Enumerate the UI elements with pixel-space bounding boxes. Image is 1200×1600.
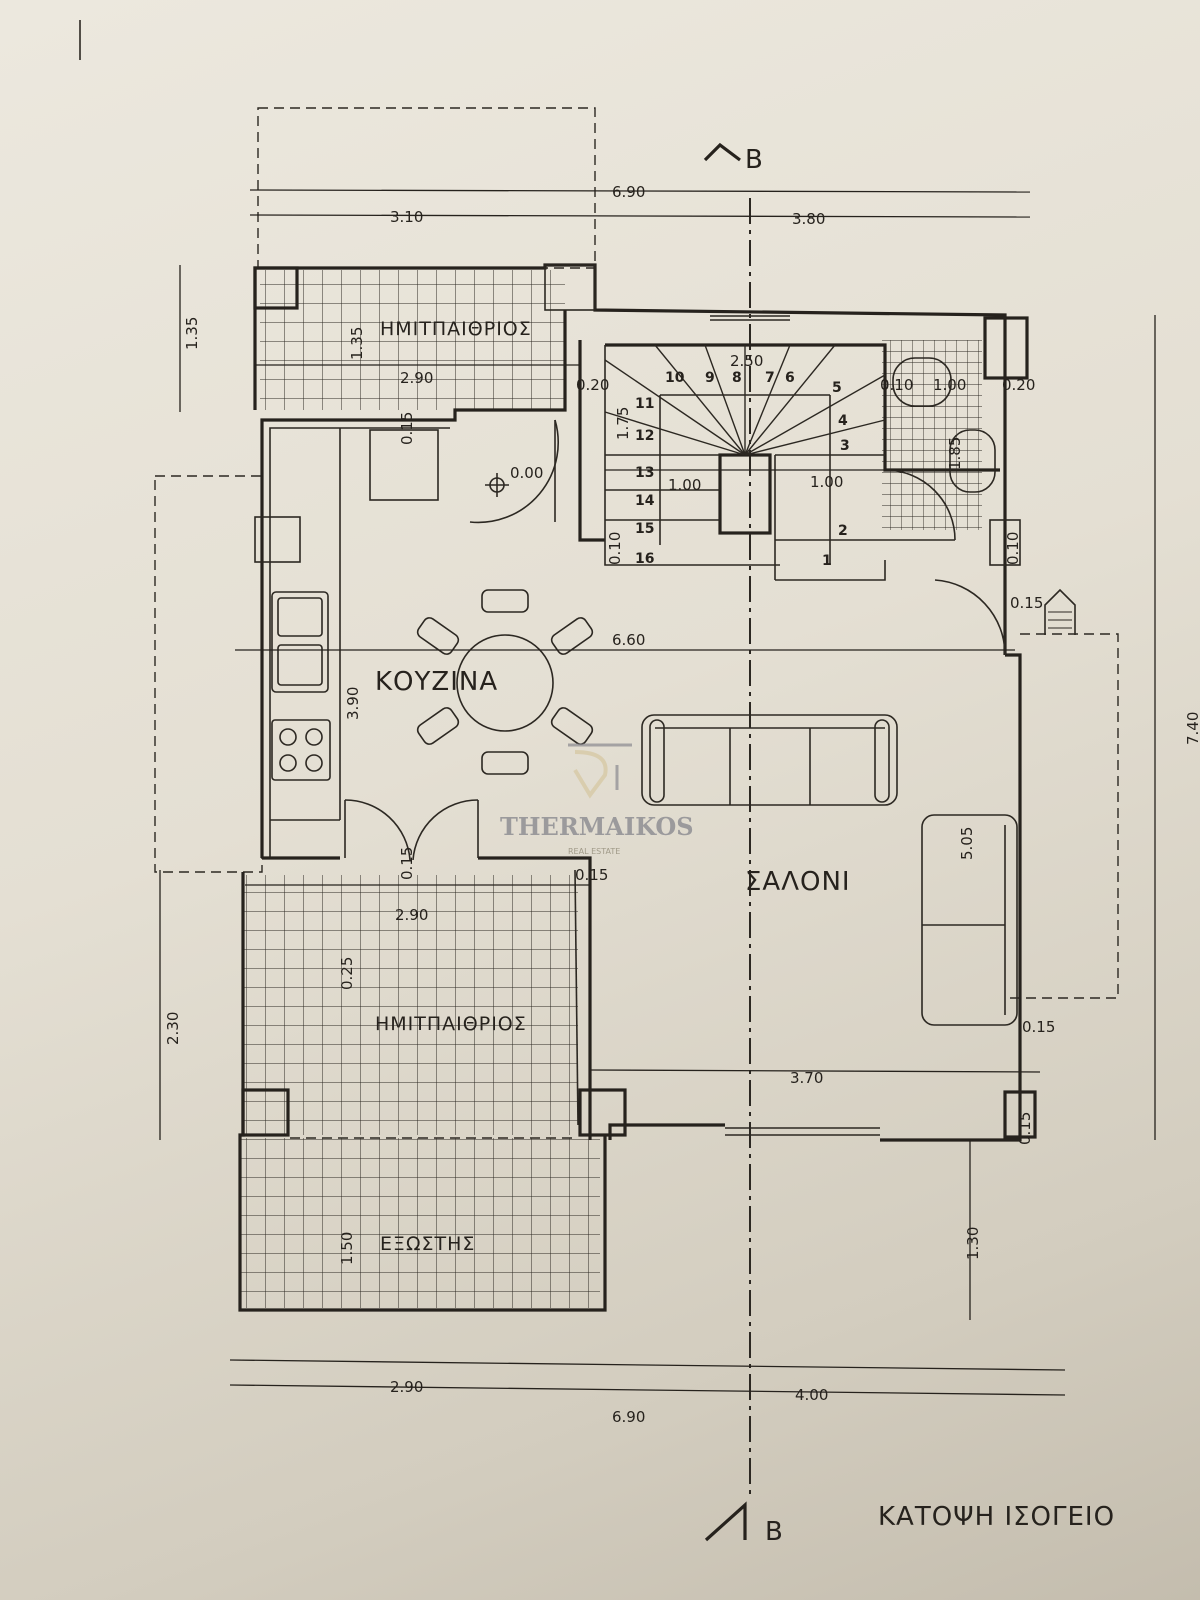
svg-text:2.50: 2.50 bbox=[730, 352, 763, 370]
terrace-bottom-tiles bbox=[243, 875, 578, 1135]
svg-text:1.00: 1.00 bbox=[810, 473, 843, 491]
walls bbox=[238, 263, 1037, 1312]
svg-text:5: 5 bbox=[832, 380, 842, 396]
svg-text:1.30: 1.30 bbox=[964, 1227, 982, 1260]
svg-text:1.00: 1.00 bbox=[933, 376, 966, 394]
svg-text:0.15: 0.15 bbox=[1010, 594, 1043, 612]
plan-title: ΚΑΤΟΨΗ ΙΣΟΓΕΙΟ bbox=[878, 1502, 1115, 1532]
svg-text:10: 10 bbox=[665, 370, 685, 386]
svg-text:1.35: 1.35 bbox=[348, 327, 366, 360]
svg-text:3: 3 bbox=[840, 438, 850, 454]
entry-door-top bbox=[469, 419, 559, 524]
svg-text:14: 14 bbox=[635, 493, 655, 509]
svg-text:13: 13 bbox=[635, 465, 654, 481]
svg-text:7.40: 7.40 bbox=[1184, 712, 1200, 745]
svg-text:1.85: 1.85 bbox=[946, 437, 964, 470]
sink-icon bbox=[271, 591, 329, 693]
section-marker-bottom: B bbox=[704, 1501, 784, 1547]
svg-text:1.00: 1.00 bbox=[668, 476, 701, 494]
svg-text:6.90: 6.90 bbox=[612, 1408, 645, 1426]
dimension-labels: 6.90 3.10 3.80 1.35 1.35 2.90 2.50 0.20 … bbox=[164, 183, 1200, 1426]
watermark-brand: THERMAIKOS bbox=[500, 812, 694, 841]
wc-door-swing bbox=[884, 469, 956, 541]
svg-text:0.25: 0.25 bbox=[338, 957, 356, 990]
svg-text:11: 11 bbox=[635, 396, 654, 412]
svg-text:3.90: 3.90 bbox=[344, 687, 362, 720]
kitchen-door-left bbox=[344, 799, 411, 861]
doors bbox=[344, 419, 1076, 861]
svg-text:6: 6 bbox=[785, 370, 795, 386]
svg-text:0.10: 0.10 bbox=[606, 532, 624, 565]
section-marker-top: B bbox=[703, 142, 764, 175]
svg-text:4.00: 4.00 bbox=[795, 1386, 828, 1404]
svg-text:0.10: 0.10 bbox=[1004, 532, 1022, 565]
svg-text:3.10: 3.10 bbox=[390, 208, 423, 226]
svg-text:0.20: 0.20 bbox=[1002, 376, 1035, 394]
room-label-terrace-bottom: ΗΜΙΤΠΑΙΘΡΙΟΣ bbox=[375, 1013, 527, 1035]
sofa-icon bbox=[641, 714, 898, 806]
svg-text:0.15: 0.15 bbox=[1016, 1112, 1034, 1145]
section-label: B bbox=[765, 1517, 784, 1547]
level-marker-icon bbox=[485, 473, 509, 497]
room-label-kitchen: ΚΟΥΖΙΝΑ bbox=[375, 667, 498, 697]
svg-text:0.15: 0.15 bbox=[398, 412, 416, 445]
kitchen-fixtures bbox=[254, 428, 439, 821]
wc-fixtures bbox=[884, 357, 1021, 566]
svg-text:0.15: 0.15 bbox=[398, 847, 416, 880]
svg-text:2.90: 2.90 bbox=[390, 1378, 423, 1396]
entry-arrow-icon bbox=[1044, 588, 1076, 635]
armchair-sofa-icon bbox=[921, 814, 1018, 1026]
svg-text:0.15: 0.15 bbox=[1022, 1018, 1055, 1036]
terrace-top-tiles bbox=[260, 270, 565, 410]
svg-text:2: 2 bbox=[838, 523, 848, 539]
svg-text:1: 1 bbox=[822, 553, 832, 569]
svg-text:15: 15 bbox=[635, 521, 654, 537]
level-label: 0.00 bbox=[510, 464, 543, 482]
dining-table-icon bbox=[416, 589, 594, 775]
fridge-icon bbox=[369, 429, 439, 501]
room-label-terrace-top: ΗΜΙΤΠΑΙΘΡΙΟΣ bbox=[380, 318, 532, 340]
svg-text:6.60: 6.60 bbox=[612, 631, 645, 649]
stair-step-numbers: 1 2 3 4 5 6 7 8 9 10 11 12 13 14 15 16 bbox=[635, 370, 850, 569]
section-label: B bbox=[745, 145, 764, 175]
svg-text:3.80: 3.80 bbox=[792, 210, 825, 228]
svg-text:5.05: 5.05 bbox=[958, 827, 976, 860]
svg-text:1.75: 1.75 bbox=[614, 407, 632, 440]
thermaikos-logo bbox=[568, 743, 632, 799]
svg-text:0.15: 0.15 bbox=[575, 866, 608, 884]
svg-text:3.70: 3.70 bbox=[790, 1069, 823, 1087]
svg-text:12: 12 bbox=[635, 428, 654, 444]
wc-tiles bbox=[882, 340, 982, 530]
svg-text:0.20: 0.20 bbox=[576, 376, 609, 394]
stove-icon bbox=[271, 719, 331, 781]
room-label-balcony: ΕΞΩΣΤΗΣ bbox=[380, 1233, 475, 1255]
room-label-living-room: ΣΑΛΟΝΙ bbox=[745, 867, 851, 897]
main-entry-door bbox=[934, 579, 1006, 656]
kitchen-door-right bbox=[412, 799, 479, 861]
svg-text:4: 4 bbox=[838, 413, 848, 429]
svg-text:1.35: 1.35 bbox=[183, 317, 201, 350]
svg-text:0.10: 0.10 bbox=[880, 376, 913, 394]
svg-text:9: 9 bbox=[705, 370, 715, 386]
svg-text:1.50: 1.50 bbox=[338, 1232, 356, 1265]
svg-text:7: 7 bbox=[765, 370, 775, 386]
svg-text:16: 16 bbox=[635, 551, 654, 567]
dimension-lines bbox=[159, 189, 1156, 1396]
toilet-icon bbox=[892, 357, 952, 407]
washbasin-icon bbox=[949, 429, 996, 493]
svg-text:2.90: 2.90 bbox=[400, 369, 433, 387]
balcony-tiles bbox=[240, 1138, 600, 1308]
svg-text:6.90: 6.90 bbox=[612, 183, 645, 201]
watermark-sub: REAL ESTATE bbox=[568, 847, 620, 856]
svg-text:2.90: 2.90 bbox=[395, 906, 428, 924]
svg-text:8: 8 bbox=[732, 370, 742, 386]
svg-text:2.30: 2.30 bbox=[164, 1012, 182, 1045]
